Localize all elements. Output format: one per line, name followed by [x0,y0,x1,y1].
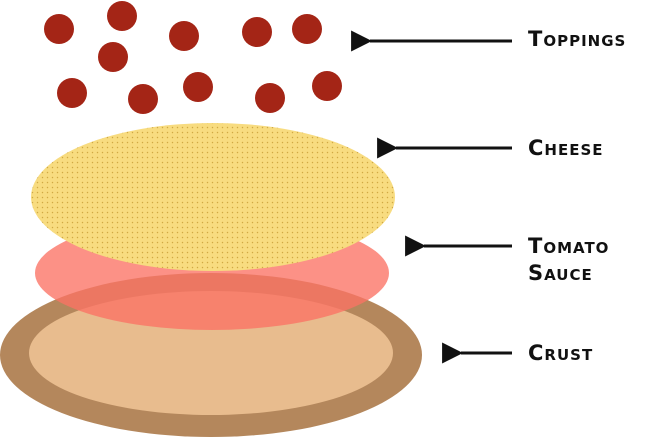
topping [255,83,285,113]
label-cheese: Cheese [528,135,604,162]
topping [169,21,199,51]
label-tomato-sauce: Tomato Sauce [528,233,609,287]
label-crust-text: Crust [528,341,594,365]
topping [57,78,87,108]
topping [183,72,213,102]
topping [292,14,322,44]
label-toppings: Toppings [528,26,626,53]
label-toppings-text: Toppings [528,27,627,51]
topping [128,84,158,114]
topping [107,1,137,31]
topping [242,17,272,47]
toppings-layer [44,1,342,114]
label-sauce-line-2: Sauce [528,261,593,285]
label-crust: Crust [528,340,593,367]
topping [44,14,74,44]
topping [312,71,342,101]
cheese-layer [31,123,395,271]
label-sauce-line-1: Tomato [528,234,610,258]
arrows [351,30,512,364]
label-cheese-text: Cheese [528,136,604,160]
cheese-texture [31,123,395,271]
topping [98,42,128,72]
